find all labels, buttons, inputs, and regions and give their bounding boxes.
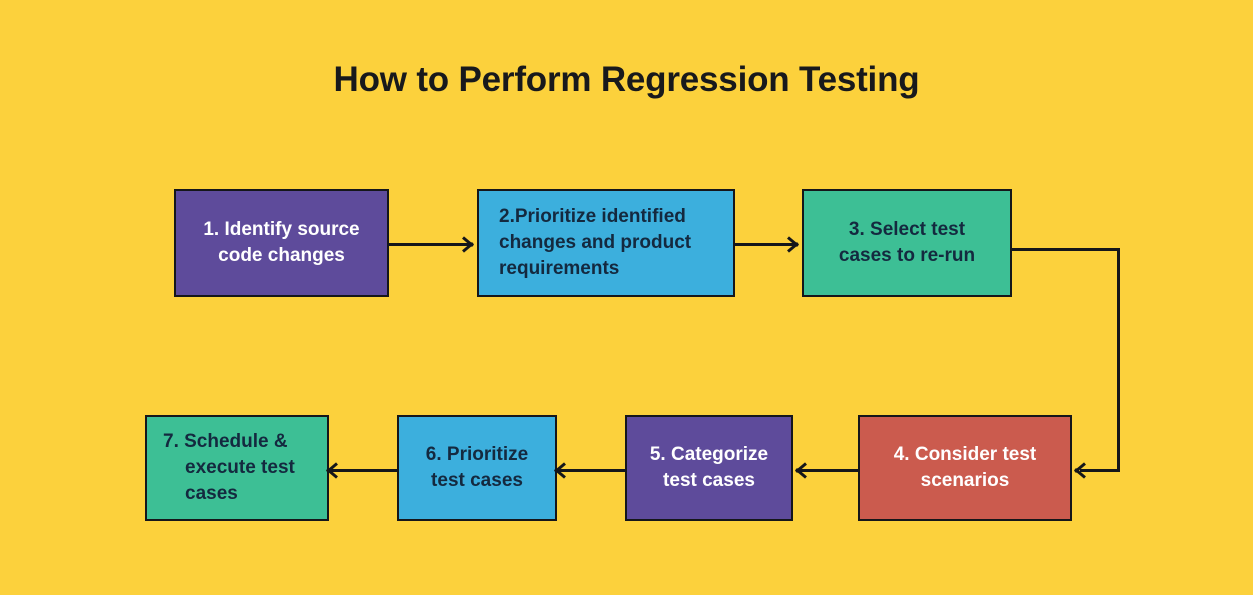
flow-node-step-6-line-2: test cases <box>431 470 523 491</box>
flow-node-step-7-line-2: execute test <box>185 456 295 478</box>
flow-node-step-5[interactable]: 5. Categorize test cases <box>625 415 793 521</box>
flow-node-step-2-line-3: requirements <box>499 258 620 280</box>
page-title: How to Perform Regression Testing <box>333 60 920 99</box>
flow-node-step-7-line-1: 7. Schedule & <box>163 430 288 452</box>
flow-node-step-1-label: 1. Identify source code changes <box>194 217 369 269</box>
flow-node-step-5-line-2: test cases <box>663 470 755 491</box>
flow-node-step-6[interactable]: 6. Prioritize test cases <box>397 415 557 521</box>
flow-node-step-7-line-3: cases <box>185 483 238 505</box>
flow-node-step-1[interactable]: 1. Identify source code changes <box>174 189 389 297</box>
flow-node-step-4[interactable]: 4. Consider test scenarios <box>858 415 1072 521</box>
flow-node-step-5-line-1: 5. Categorize <box>649 443 769 465</box>
flow-node-step-6-line-1: 6. Prioritize <box>425 443 529 465</box>
flow-node-step-1-line-1: 1. Identify source <box>203 218 360 240</box>
flow-node-step-4-line-2: scenarios <box>920 470 1010 491</box>
flow-node-step-3-label: 3. Select test cases to re-run <box>820 217 994 269</box>
flow-node-step-3-line-2: cases to re-run <box>838 245 976 266</box>
flow-node-step-7[interactable]: 7. Schedule & execute test cases <box>145 415 329 521</box>
flow-node-step-4-label: 4. Consider test scenarios <box>876 442 1054 494</box>
flow-node-step-1-line-2: code changes <box>218 245 345 266</box>
flow-node-step-3[interactable]: 3. Select test cases to re-run <box>802 189 1012 297</box>
flow-node-step-6-label: 6. Prioritize test cases <box>411 442 543 494</box>
flow-node-step-2[interactable]: 2.Prioritize identified changes and prod… <box>477 189 735 297</box>
flow-node-step-3-line-1: 3. Select test <box>848 218 966 240</box>
flow-node-step-5-label: 5. Categorize test cases <box>637 442 781 494</box>
flow-node-step-4-line-1: 4. Consider test <box>893 443 1037 465</box>
flow-node-step-7-label: 7. Schedule & execute test cases <box>163 429 311 508</box>
flow-node-step-2-line-1: 2.Prioritize identified <box>499 205 686 227</box>
flow-node-step-2-label: 2.Prioritize identified changes and prod… <box>499 204 713 283</box>
flow-node-step-2-line-2: changes and product <box>499 231 692 253</box>
